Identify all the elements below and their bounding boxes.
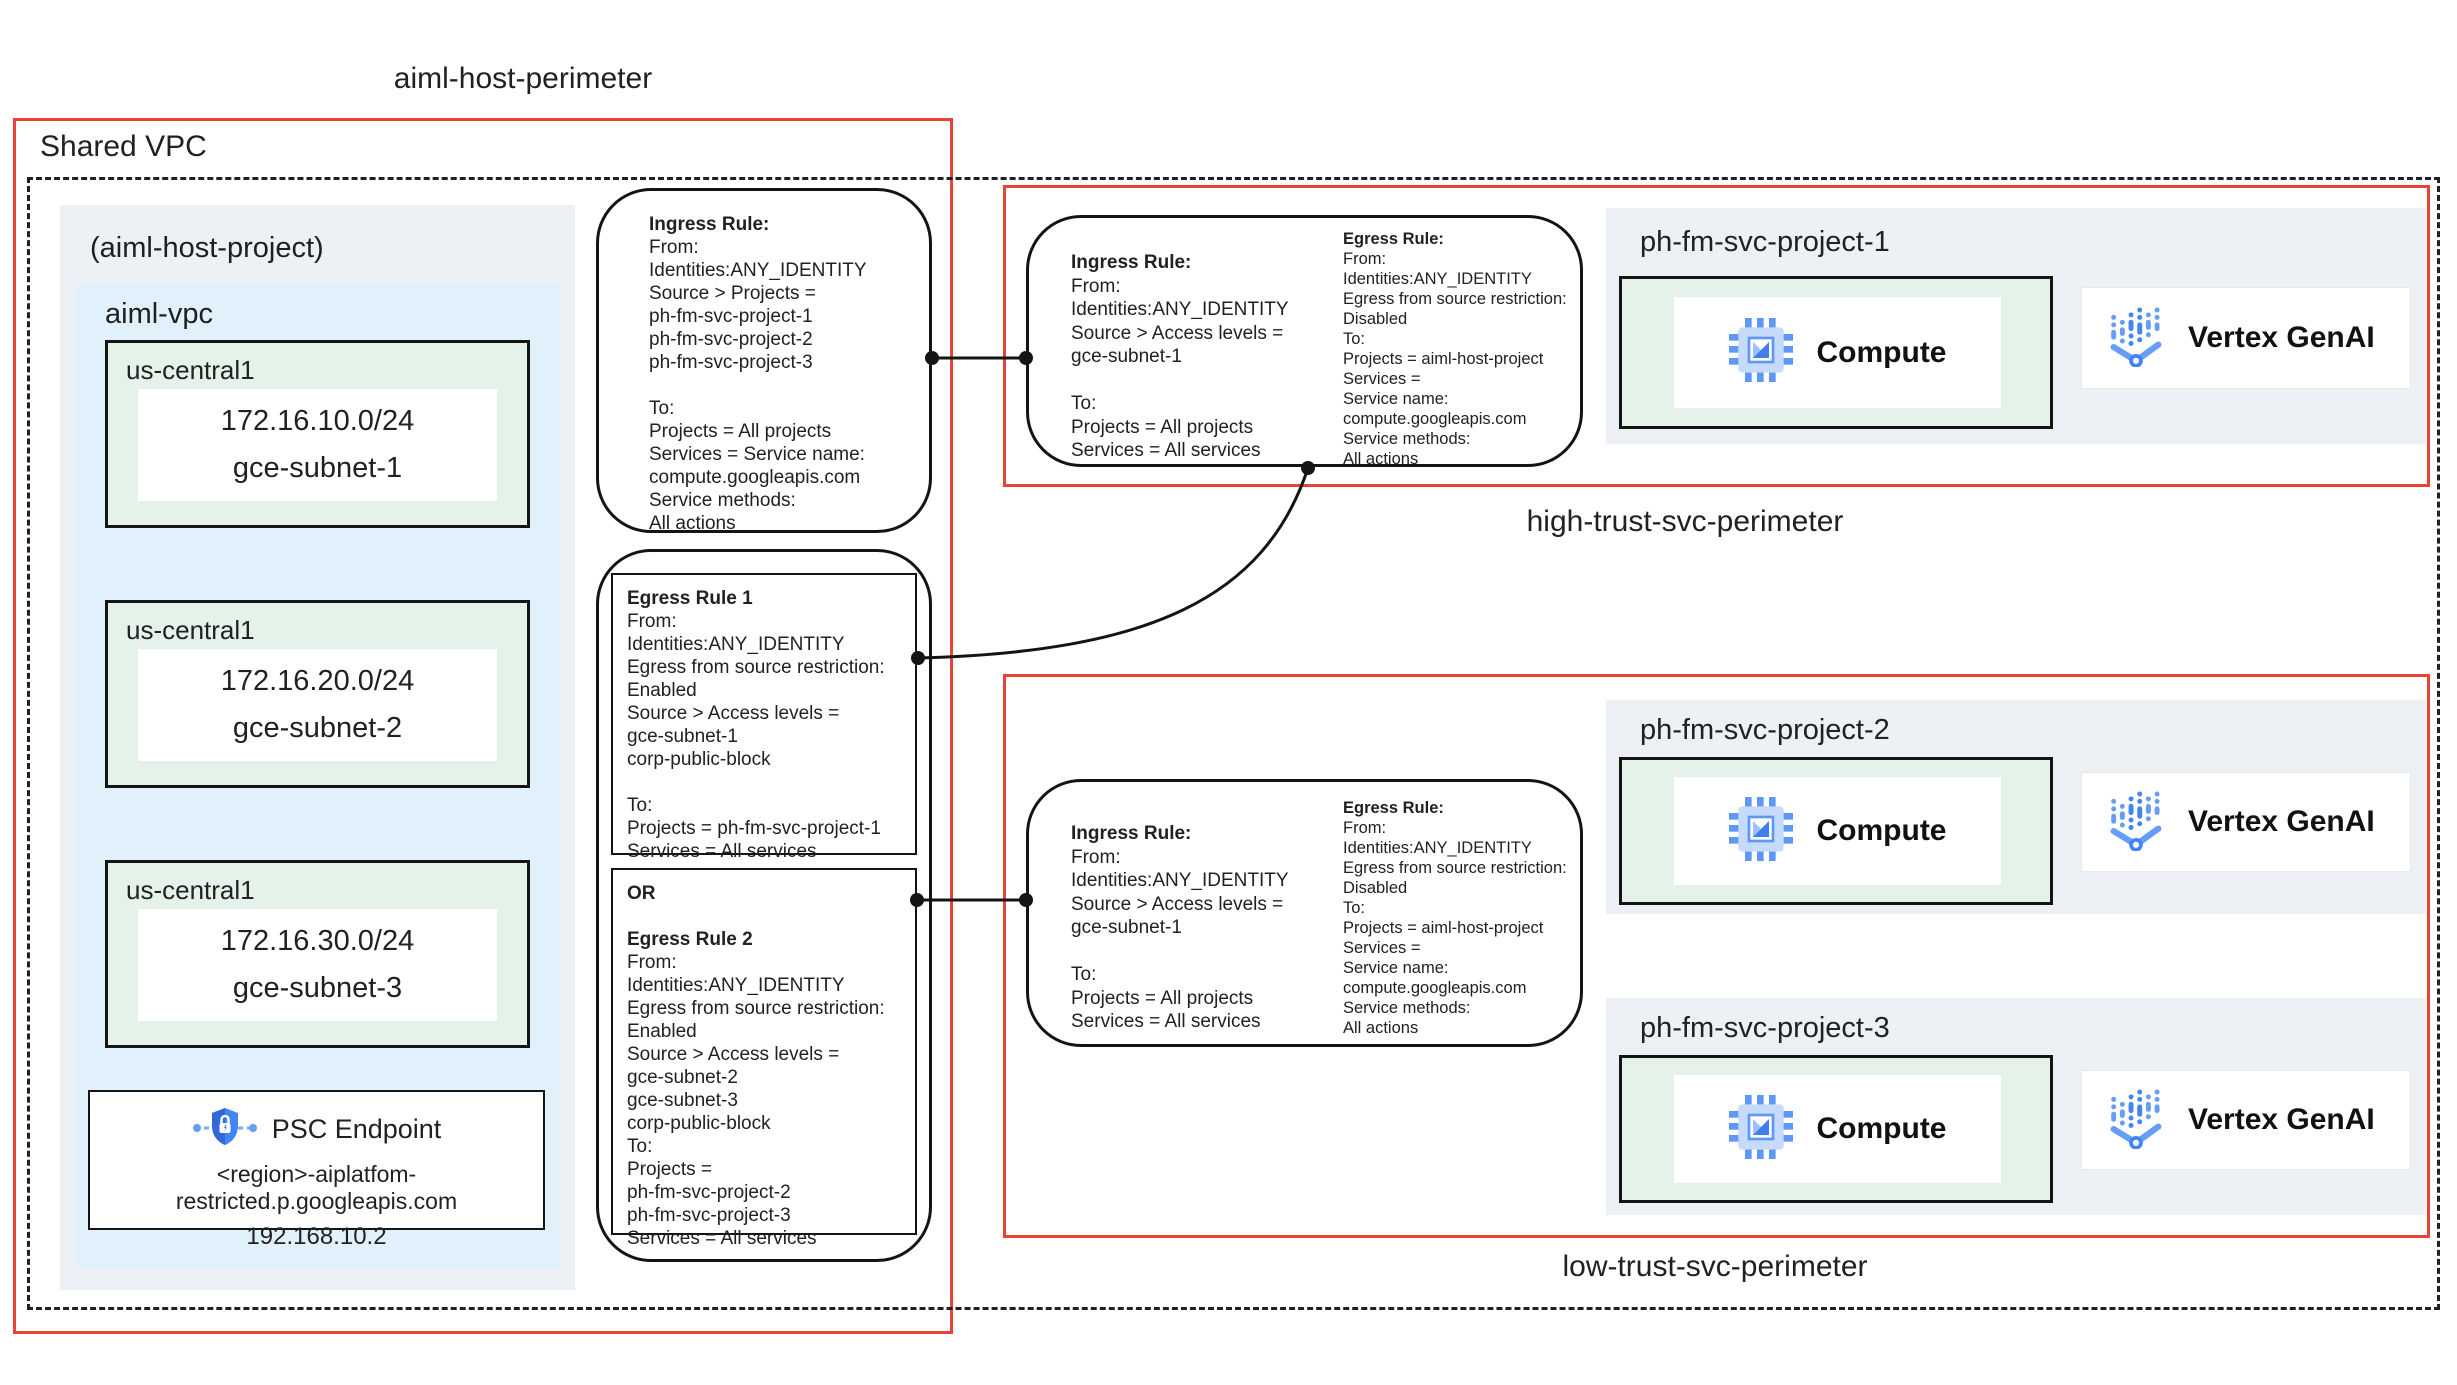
project-2-compute-label: Compute (1816, 814, 1947, 847)
psc-endpoint-box: PSC Endpoint <region>-aiplatfom-restrict… (88, 1090, 545, 1250)
project-card-2: ph-fm-svc-project-2 (1606, 700, 2426, 914)
psc-endpoint-ip: 192.168.10.2 (246, 1223, 387, 1250)
vertex-genai-icon (2106, 789, 2166, 856)
or-label: OR (627, 883, 656, 904)
host-ingress-rule-box: Ingress Rule: From: Identities:ANY_IDENT… (596, 188, 932, 534)
low-trust-ingress-text: From: Identities:ANY_IDENTITY Source > A… (1071, 846, 1289, 1033)
host-egress-rule-1-title: Egress Rule 1 (627, 588, 753, 609)
low-trust-perimeter-label: low-trust-svc-perimeter (1562, 1250, 1868, 1283)
subnet-box-1: us-central1 172.16.10.0/24 gce-subnet-1 (105, 340, 530, 528)
vertex-genai-icon (2106, 1087, 2166, 1154)
subnet-1-name: gce-subnet-1 (232, 452, 403, 484)
compute-chip-icon (1728, 1094, 1793, 1164)
subnet-2-cidr: 172.16.20.0/24 (220, 665, 415, 697)
project-1-vertex-box: Vertex GenAI (2081, 287, 2411, 389)
subnet-1-region: us-central1 (126, 355, 255, 385)
project-3-name: ph-fm-svc-project-3 (1640, 1012, 1890, 1044)
project-1-name: ph-fm-svc-project-1 (1640, 226, 1890, 258)
low-trust-egress-text: From: Identities:ANY_IDENTITY Egress fro… (1343, 819, 1567, 1037)
host-ingress-rule-title: Ingress Rule: (649, 214, 770, 235)
subnet-box-2: us-central1 172.16.20.0/24 gce-subnet-2 (105, 600, 530, 788)
high-trust-rules-box: Ingress Rule: From: Identities:ANY_IDENT… (1026, 215, 1583, 469)
high-trust-egress-title: Egress Rule: (1343, 230, 1444, 248)
host-egress-rule-2-text: From: Identities:ANY_IDENTITY Egress fro… (627, 952, 885, 1249)
low-trust-ingress-title: Ingress Rule: (1071, 823, 1192, 844)
project-3-vertex-box: Vertex GenAI (2081, 1070, 2411, 1170)
host-egress-rule-1-text: From: Identities:ANY_IDENTITY Egress fro… (627, 611, 885, 862)
high-trust-perimeter-box (1003, 185, 2430, 487)
high-trust-ingress-title: Ingress Rule: (1071, 252, 1192, 273)
aiml-host-project-label: (aiml-host-project) (90, 232, 324, 264)
host-ingress-rule-text: From: Identities:ANY_IDENTITY Source > P… (649, 237, 867, 534)
psc-shield-lock-icon (192, 1106, 258, 1153)
project-3-compute-box: Compute (1619, 1055, 2053, 1203)
project-1-vertex-label: Vertex GenAI (2188, 321, 2375, 354)
low-trust-rules-box: Ingress Rule: From: Identities:ANY_IDENT… (1026, 779, 1583, 1047)
subnet-3-region: us-central1 (126, 875, 255, 905)
project-3-vertex-label: Vertex GenAI (2188, 1103, 2375, 1136)
subnet-3-cidr: 172.16.30.0/24 (220, 925, 415, 957)
host-egress-rule-1-box: Egress Rule 1 From: Identities:ANY_IDENT… (611, 573, 917, 862)
aiml-vpc-label: aiml-vpc (105, 298, 213, 330)
shared-vpc-dashed-boundary (27, 177, 2440, 1310)
subnet-2-region: us-central1 (126, 615, 255, 645)
aiml-host-perimeter-box (13, 118, 953, 1334)
project-2-vertex-label: Vertex GenAI (2188, 805, 2375, 838)
psc-endpoint-domain: <region>-aiplatfom-restricted.p.googleap… (175, 1161, 458, 1214)
subnet-3-name: gce-subnet-3 (232, 972, 403, 1004)
subnet-box-3: us-central1 172.16.30.0/24 gce-subnet-3 (105, 860, 530, 1048)
project-2-name: ph-fm-svc-project-2 (1640, 714, 1890, 746)
compute-chip-icon (1728, 318, 1793, 387)
high-trust-egress-rule: Egress Rule: From: Identities:ANY_IDENTI… (1343, 229, 1578, 469)
shared-vpc-label: Shared VPC (40, 130, 207, 163)
high-trust-perimeter-label: high-trust-svc-perimeter (1526, 505, 1844, 538)
high-trust-ingress-text: From: Identities:ANY_IDENTITY Source > A… (1071, 275, 1289, 462)
project-1-compute-label: Compute (1816, 335, 1947, 369)
host-egress-rules-container: Egress Rule 1 From: Identities:ANY_IDENT… (596, 549, 932, 1262)
project-1-compute-box: Compute (1619, 276, 2053, 429)
subnet-2-name: gce-subnet-2 (232, 712, 403, 744)
low-trust-egress-rule: Egress Rule: From: Identities:ANY_IDENTI… (1343, 798, 1578, 1038)
low-trust-egress-title: Egress Rule: (1343, 799, 1444, 817)
vertex-genai-icon (2106, 305, 2166, 372)
aiml-host-perimeter-label: aiml-host-perimeter (393, 62, 653, 95)
high-trust-ingress-rule: Ingress Rule: From: Identities:ANY_IDENT… (1071, 251, 1331, 463)
project-2-compute-box: Compute (1619, 757, 2053, 905)
project-card-1: ph-fm-svc-project-1 (1606, 208, 2426, 444)
project-3-compute-label: Compute (1816, 1112, 1947, 1145)
project-2-vertex-box: Vertex GenAI (2081, 772, 2411, 872)
host-egress-rule-2-box: OR Egress Rule 2 From: Identities:ANY_ID… (611, 868, 917, 1249)
psc-endpoint-title: PSC Endpoint (271, 1114, 442, 1144)
host-egress-rule-2-title: Egress Rule 2 (627, 929, 753, 950)
compute-chip-icon (1728, 796, 1793, 866)
low-trust-ingress-rule: Ingress Rule: From: Identities:ANY_IDENT… (1071, 822, 1331, 1034)
subnet-1-cidr: 172.16.10.0/24 (220, 405, 415, 437)
high-trust-egress-text: From: Identities:ANY_IDENTITY Egress fro… (1343, 250, 1567, 468)
low-trust-perimeter-box (1003, 674, 2430, 1238)
project-card-3: ph-fm-svc-project-3 (1606, 998, 2426, 1215)
